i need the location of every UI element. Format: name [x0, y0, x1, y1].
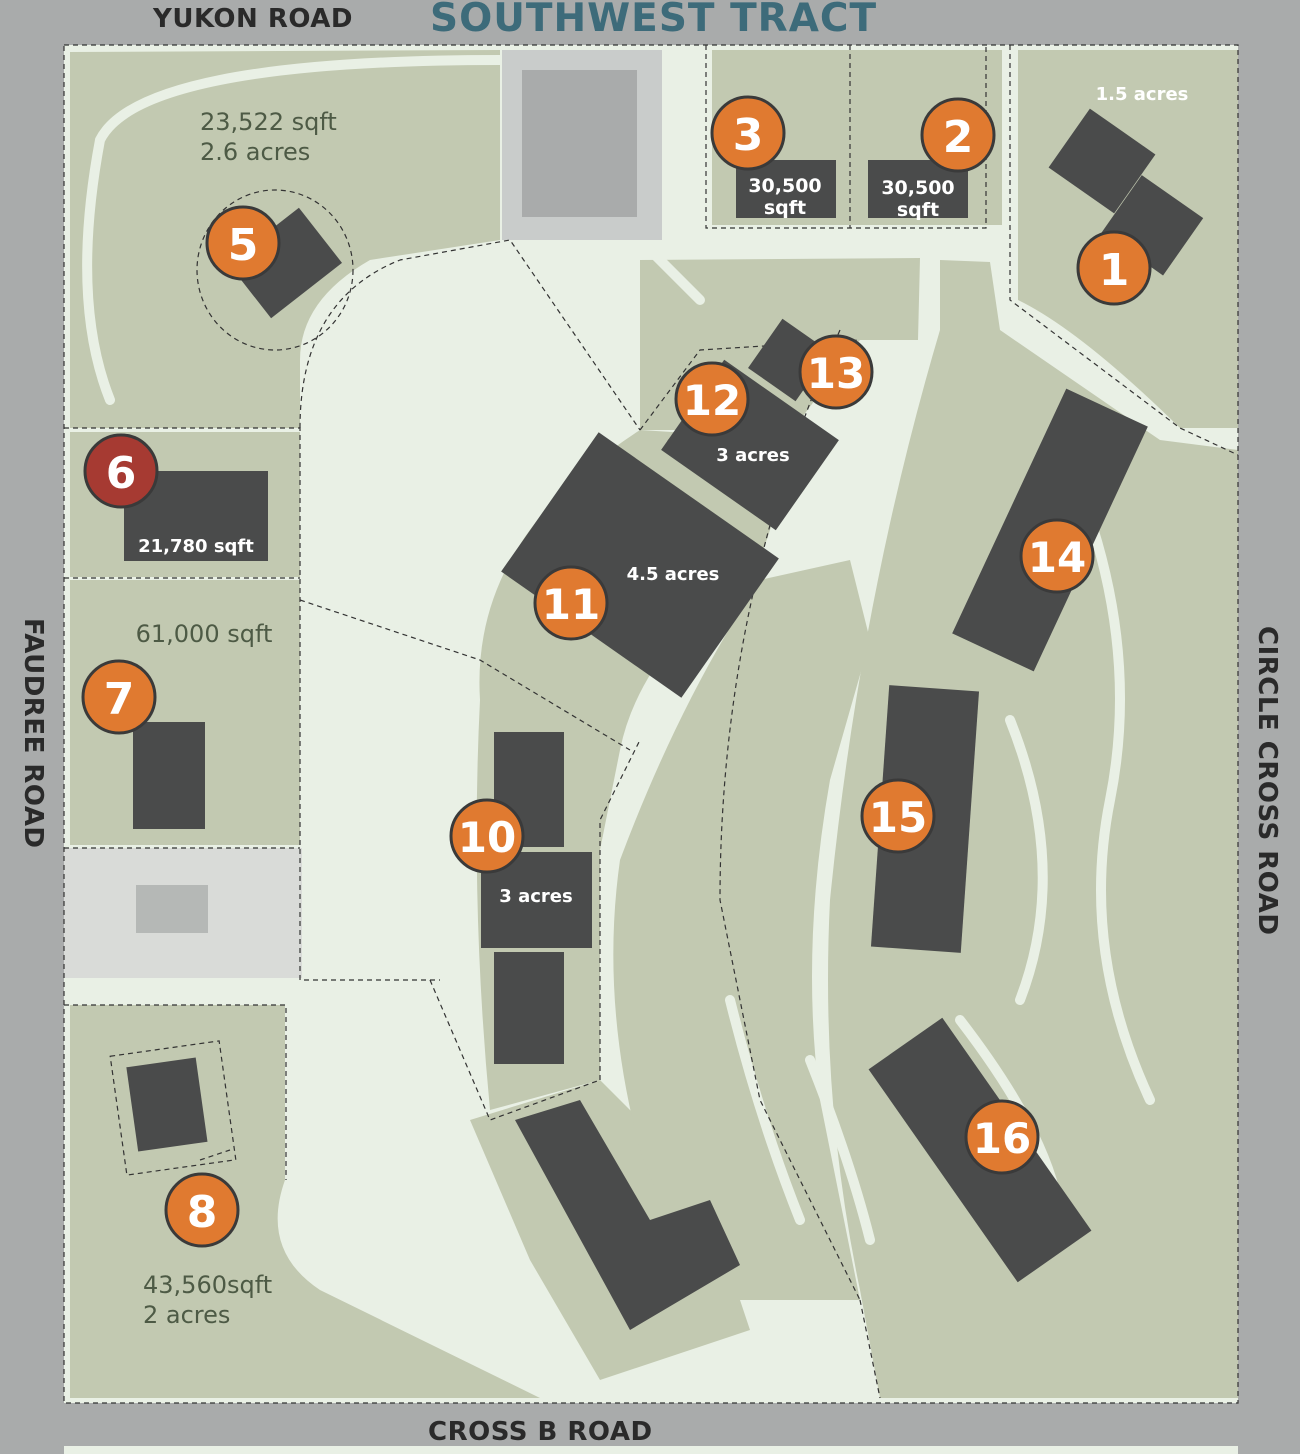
marker-lot-2-number: 2 — [943, 112, 974, 163]
lot-7-area: 61,000 sqft — [136, 620, 273, 648]
lot-2-unit: sqft — [897, 199, 939, 221]
lot-8-area: 43,560sqft — [143, 1271, 272, 1299]
parking-lot-west-inner — [136, 885, 208, 933]
lot-6-area: 21,780 sqft — [138, 536, 254, 557]
marker-lot-11-number: 11 — [542, 580, 600, 629]
marker-lot-1[interactable]: 1 — [1076, 230, 1152, 306]
lot-10-area: 3 acres — [499, 886, 572, 907]
road-label-east: CIRCLE CROSS ROAD — [1252, 626, 1282, 936]
marker-lot-14-number: 14 — [1028, 533, 1086, 582]
marker-lot-12-number: 12 — [683, 376, 741, 425]
marker-lot-6[interactable]: 6 — [83, 433, 159, 509]
marker-lot-3-number: 3 — [733, 110, 764, 161]
marker-lot-3[interactable]: 3 — [710, 95, 786, 171]
lot-3-area: 30,500 — [748, 175, 821, 197]
marker-lot-2[interactable]: 2 — [920, 97, 996, 173]
lot-1-area: 1.5 acres — [1096, 84, 1189, 105]
marker-lot-5[interactable]: 5 — [205, 205, 281, 281]
marker-lot-7-number: 7 — [104, 674, 135, 725]
lot-markers: 1 2 3 5 6 7 8 10 — [81, 95, 1152, 1248]
marker-lot-5-number: 5 — [228, 220, 259, 271]
marker-lot-10[interactable]: 10 — [449, 798, 525, 874]
bottom-strip — [64, 1446, 1238, 1454]
road-label-west: FAUDREE ROAD — [18, 618, 48, 849]
lot-12-area: 3 acres — [716, 445, 789, 466]
lot-labels: 1.5 acres 30,500 sqft 30,500 sqft 23,522… — [136, 84, 1189, 1329]
lot-8-acres: 2 acres — [143, 1301, 230, 1329]
lot-2-area: 30,500 — [881, 177, 954, 199]
road-label-north: YUKON ROAD — [153, 4, 353, 34]
lot-3-unit: sqft — [764, 197, 806, 219]
marker-lot-7[interactable]: 7 — [81, 659, 157, 735]
marker-lot-13-number: 13 — [807, 349, 865, 398]
lot-11-area: 4.5 acres — [627, 564, 720, 585]
marker-lot-10-number: 10 — [458, 813, 516, 862]
marker-lot-12[interactable]: 12 — [674, 361, 750, 437]
marker-lot-15-number: 15 — [869, 793, 927, 842]
marker-lot-8[interactable]: 8 — [164, 1172, 240, 1248]
marker-lot-1-number: 1 — [1099, 245, 1130, 296]
lot-5-acres: 2.6 acres — [200, 138, 310, 166]
lot-5-area: 23,522 sqft — [200, 108, 337, 136]
lot-boundaries — [63, 44, 1239, 1404]
marker-lot-6-number: 6 — [106, 448, 137, 499]
marker-lot-14[interactable]: 14 — [1019, 518, 1095, 594]
road-label-south: CROSS B ROAD — [428, 1417, 653, 1447]
marker-lot-15[interactable]: 15 — [860, 778, 936, 854]
marker-lot-8-number: 8 — [187, 1187, 218, 1238]
marker-lot-11[interactable]: 11 — [533, 565, 609, 641]
map-title: SOUTHWEST TRACT — [430, 0, 878, 41]
marker-lot-16[interactable]: 16 — [964, 1099, 1040, 1175]
parking-lot-north-inner — [522, 70, 637, 217]
marker-lot-13[interactable]: 13 — [798, 334, 874, 410]
marker-lot-16-number: 16 — [973, 1114, 1031, 1163]
